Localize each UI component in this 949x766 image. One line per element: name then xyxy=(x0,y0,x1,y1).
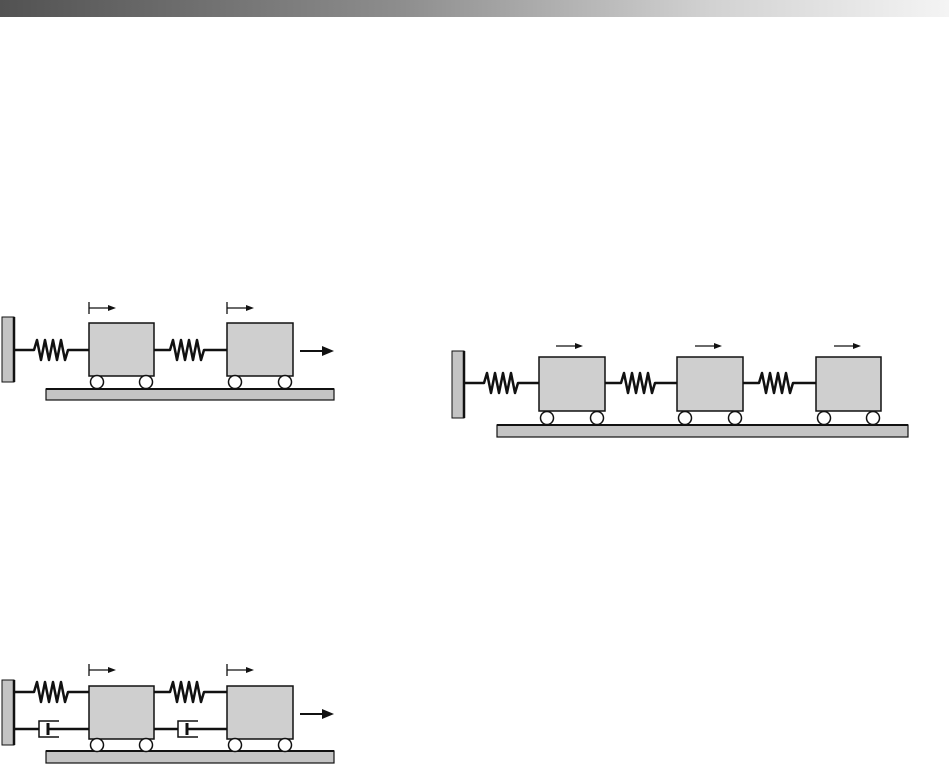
wheel xyxy=(140,739,153,752)
wheel xyxy=(867,412,880,425)
figure-two-mass-spring-damper xyxy=(2,664,334,763)
displacement-arrow-2 xyxy=(227,664,254,676)
spring-2 xyxy=(605,373,677,393)
ground xyxy=(46,389,334,400)
wheel xyxy=(679,412,692,425)
spring-3 xyxy=(743,373,816,393)
displacement-arrow-3 xyxy=(834,343,861,349)
wheel xyxy=(91,376,104,389)
damper-2 xyxy=(154,721,227,737)
mass-3 xyxy=(816,357,881,411)
wheel xyxy=(140,376,153,389)
displacement-arrow-2 xyxy=(695,343,722,349)
wheel xyxy=(91,739,104,752)
wall xyxy=(452,351,464,418)
wheel xyxy=(229,376,242,389)
spring-1 xyxy=(14,340,89,360)
wheel xyxy=(279,739,292,752)
ground xyxy=(497,425,908,437)
ground xyxy=(46,751,334,763)
mass-1 xyxy=(539,357,605,411)
wheel xyxy=(541,412,554,425)
displacement-arrow-1 xyxy=(89,302,116,314)
external-force-arrow xyxy=(300,346,334,356)
mass-1 xyxy=(89,686,154,739)
spring-1 xyxy=(14,682,89,702)
damper-1 xyxy=(14,721,89,737)
mass-2 xyxy=(677,357,743,411)
figure-two-mass-spring xyxy=(2,302,334,400)
external-force-arrow xyxy=(300,709,334,719)
displacement-arrow-1 xyxy=(89,664,116,676)
wheel xyxy=(229,739,242,752)
spring-2 xyxy=(154,340,227,360)
wheel xyxy=(279,376,292,389)
displacement-arrow-1 xyxy=(556,343,583,349)
spring-2 xyxy=(154,682,227,702)
spring-1 xyxy=(464,373,539,393)
mass-2 xyxy=(227,686,293,739)
wheel xyxy=(591,412,604,425)
wheel xyxy=(729,412,742,425)
mass-1 xyxy=(89,323,154,376)
mass-2 xyxy=(227,323,293,376)
wall xyxy=(2,680,14,745)
wall xyxy=(2,317,14,382)
displacement-arrow-2 xyxy=(227,302,254,314)
figure-three-mass-spring xyxy=(452,343,908,437)
wheel xyxy=(818,412,831,425)
